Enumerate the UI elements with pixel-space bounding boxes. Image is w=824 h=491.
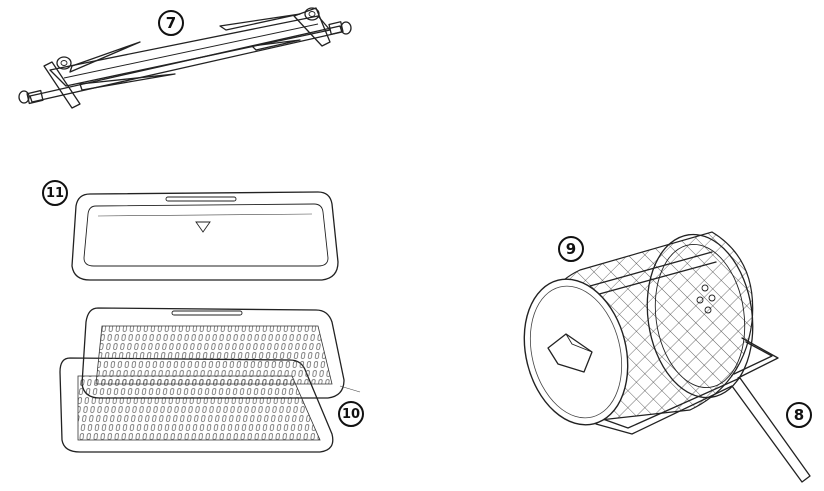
right-fork	[219, 7, 331, 51]
mesh-tray-upper	[81, 307, 345, 399]
spit-left-end	[18, 89, 44, 105]
callout-9: 9	[558, 236, 584, 262]
spit-right-end	[328, 21, 352, 35]
left-fork	[43, 41, 176, 109]
callout-10: 10	[338, 401, 364, 427]
callout-11: 11	[42, 180, 68, 206]
callout-7: 7	[158, 10, 184, 36]
callout-8: 8	[786, 402, 812, 428]
rotisserie-basket	[523, 231, 754, 426]
mesh-tray-lower	[59, 357, 334, 453]
rotisserie-spit	[18, 7, 352, 109]
drip-tray	[71, 191, 339, 281]
